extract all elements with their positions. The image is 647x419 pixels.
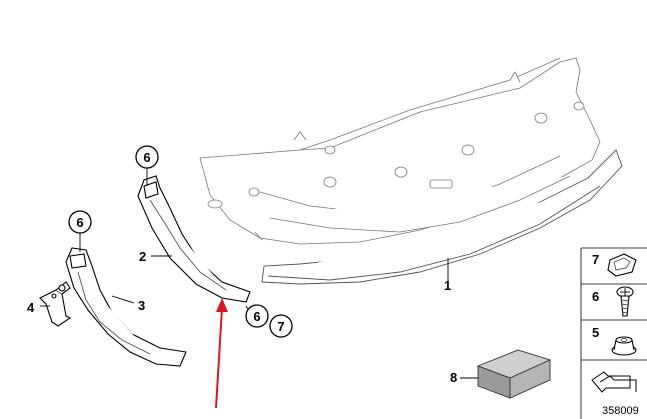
fastener-legend: 7 6 5 8 — [450, 247, 647, 419]
clip-label: 4 — [27, 300, 35, 315]
callout-circle-6-upper — [135, 145, 159, 169]
bumper-cover-label: 1 — [444, 278, 451, 293]
right-trim-label: 2 — [139, 249, 146, 264]
legend-8: 8 — [450, 370, 457, 385]
callout-circle-6-lower — [245, 304, 269, 328]
circled-6-lower: 6 — [253, 309, 260, 324]
clip-nut-icon — [607, 253, 637, 277]
bumper-cover[interactable] — [199, 57, 623, 285]
circled-6-left: 6 — [76, 215, 83, 230]
legend-7: 7 — [592, 252, 599, 267]
callout-circle-6-left — [68, 210, 92, 234]
callout-circle-7-lower — [269, 314, 293, 338]
callouts: 1 2 3 4 6 6 6 7 — [27, 145, 451, 338]
direction-arrow-icon — [591, 371, 637, 393]
legend-5: 5 — [592, 325, 599, 340]
circled-6-upper: 6 — [143, 150, 150, 165]
left-trim-label: 3 — [138, 298, 145, 313]
circled-7-lower: 7 — [277, 319, 284, 334]
screw-icon — [616, 286, 634, 317]
box-icon — [476, 349, 552, 399]
left-trim-strip[interactable] — [65, 247, 187, 367]
legend-6: 6 — [592, 289, 599, 304]
red-arrow-indicator — [215, 298, 228, 409]
clip-part[interactable] — [39, 281, 72, 327]
reference-number: 358009 — [602, 405, 639, 417]
right-trim-strip[interactable] — [137, 175, 251, 303]
grommet-icon — [611, 336, 637, 356]
